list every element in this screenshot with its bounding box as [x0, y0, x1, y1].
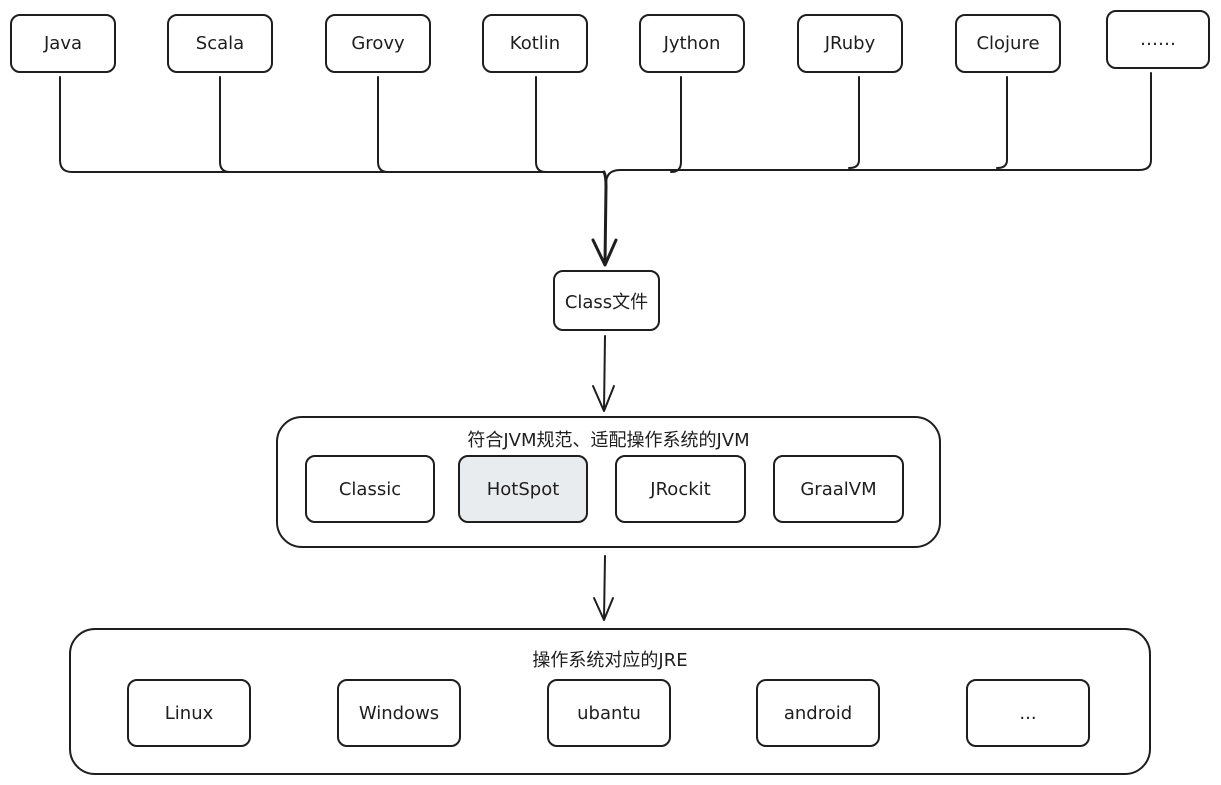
language-label: JRuby: [824, 33, 876, 54]
language-label: Grovy: [351, 33, 405, 54]
class-file-label: Class文件: [564, 291, 649, 313]
arrow-jvm-to-jre-head: [593, 597, 614, 621]
os-label: ...: [1019, 702, 1037, 724]
language-label: Clojure: [976, 33, 1040, 54]
jvm-box-classic: Classic: [305, 455, 435, 523]
jvm-label: Classic: [338, 478, 402, 500]
os-label: android: [783, 702, 853, 724]
jvm-box-jrockit: JRockit: [615, 455, 746, 523]
connector-java: [59, 76, 605, 173]
connector-jython: [670, 76, 682, 173]
language-box-scala: Scala: [167, 14, 273, 73]
arrow-class-to-jvm-head: [592, 385, 615, 412]
os-box-more: ...: [966, 679, 1090, 747]
jvm-box-graalvm: GraalVM: [773, 455, 904, 523]
os-label: Linux: [164, 702, 214, 724]
language-label: Java: [43, 33, 83, 54]
os-box-android: android: [756, 679, 880, 747]
trunk-line: [602, 170, 608, 266]
language-label: Kotlin: [509, 33, 561, 54]
jvm-box-hotspot: HotSpot: [458, 455, 588, 523]
trunk-arrowhead: [591, 238, 618, 267]
arrow-class-to-jvm: [603, 335, 606, 411]
language-box-jruby: JRuby: [797, 14, 903, 73]
arrow-jvm-to-jre: [603, 555, 606, 620]
connector-clojure: [996, 76, 1008, 169]
language-box-grovy: Grovy: [325, 14, 431, 73]
jvm-label: JRockit: [650, 478, 711, 500]
jvm-label: GraalVM: [800, 478, 877, 500]
os-label: ubantu: [577, 702, 641, 724]
language-box-more: ……: [1106, 10, 1210, 69]
language-box-kotlin: Kotlin: [482, 14, 588, 73]
jvm-label: HotSpot: [486, 478, 560, 500]
jvm-group: 符合JVM规范、适配操作系统的JVM: [276, 416, 941, 548]
connector-scala: [219, 76, 231, 173]
class-file-box: Class文件: [553, 270, 660, 331]
language-label: Jython: [663, 33, 721, 54]
os-box-ubantu: ubantu: [547, 679, 671, 747]
language-label: Scala: [195, 33, 245, 54]
os-box-linux: Linux: [127, 679, 251, 747]
language-label: ……: [1140, 29, 1176, 50]
language-box-jython: Jython: [639, 14, 745, 73]
connector-kotlin: [535, 76, 547, 173]
language-box-java: Java: [10, 14, 116, 73]
os-label: Windows: [358, 702, 440, 724]
os-box-windows: Windows: [337, 679, 461, 747]
jre-group: 操作系统对应的JRE: [69, 628, 1151, 775]
connector-grovy: [377, 76, 389, 173]
jre-group-title: 操作系统对应的JRE: [532, 650, 688, 671]
connector-jruby: [848, 76, 860, 169]
jvm-group-title: 符合JVM规范、适配操作系统的JVM: [467, 430, 750, 451]
language-box-clojure: Clojure: [955, 14, 1061, 73]
connector-more: [605, 72, 1152, 185]
